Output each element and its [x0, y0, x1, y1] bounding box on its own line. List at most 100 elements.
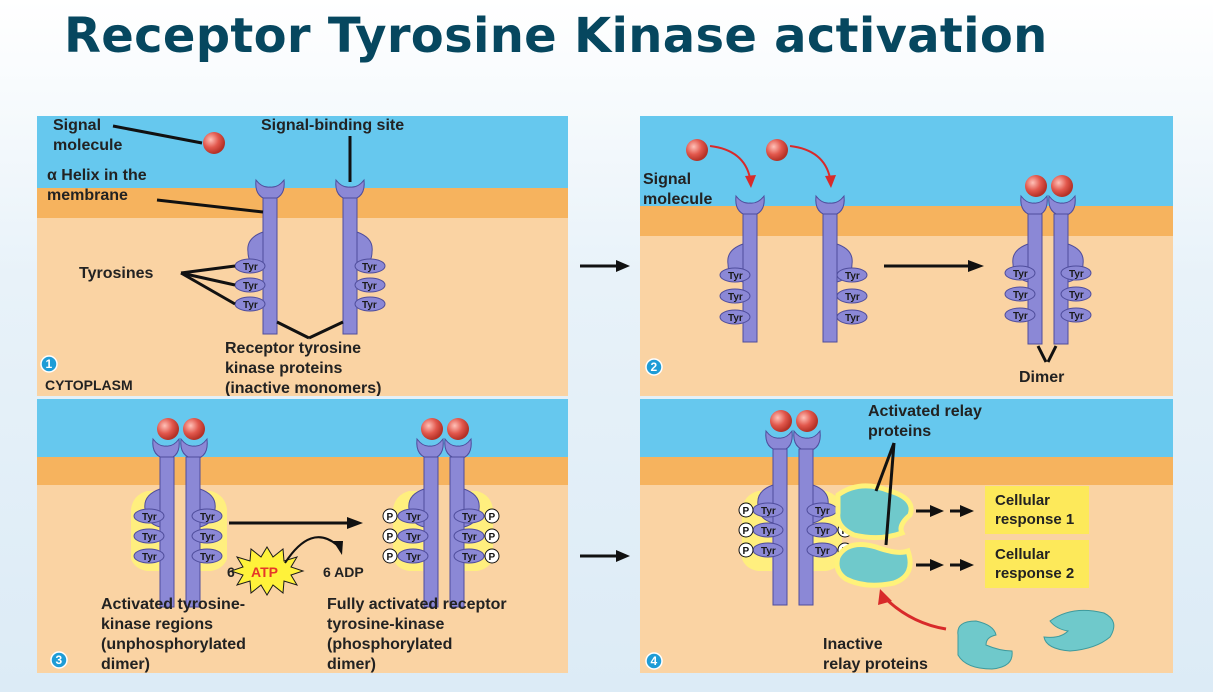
- svg-text:(unphosphorylated: (unphosphorylated: [101, 636, 246, 653]
- step-badge: [40, 355, 58, 373]
- svg-text:Tyr: Tyr: [200, 512, 215, 523]
- phosphorylated-tyrosines: Tyr Tyr Tyr Tyr Tyr Tyr P P P P P P: [382, 508, 500, 564]
- svg-text:Tyr: Tyr: [362, 262, 377, 273]
- svg-text:Tyr: Tyr: [1069, 290, 1084, 301]
- label-dimer: Dimer: [1019, 369, 1064, 386]
- label-signal-binding-site: Signal-binding site: [261, 117, 404, 134]
- svg-text:Tyr: Tyr: [406, 532, 421, 543]
- svg-text:6: 6: [227, 564, 235, 580]
- svg-text:Tyr: Tyr: [406, 512, 421, 523]
- svg-text:Tyr: Tyr: [761, 506, 776, 517]
- svg-text:molecule: molecule: [53, 137, 122, 154]
- svg-text:Tyr: Tyr: [728, 313, 743, 324]
- signal-molecule-icon: [686, 139, 708, 161]
- svg-text:P: P: [743, 546, 750, 557]
- svg-text:dimer): dimer): [327, 656, 376, 673]
- svg-text:Tyr: Tyr: [845, 313, 860, 324]
- svg-text:4: 4: [651, 654, 658, 668]
- label-atp: ATP: [251, 564, 278, 580]
- svg-text:Tyr: Tyr: [1069, 311, 1084, 322]
- svg-text:kinase proteins: kinase proteins: [225, 360, 342, 377]
- label-cellular-response-1: Cellular: [995, 492, 1050, 509]
- svg-text:P: P: [489, 552, 496, 563]
- panel-step-1: Tyr Tyr Tyr Tyr Tyr Tyr Signal molecule …: [37, 116, 568, 396]
- svg-text:2: 2: [651, 360, 658, 374]
- svg-text:Tyr: Tyr: [142, 532, 157, 543]
- label-signal-molecule: Signal: [53, 117, 101, 134]
- svg-text:response 1: response 1: [995, 511, 1074, 528]
- active-relay-protein: [835, 483, 914, 541]
- label-activated-regions: Activated tyrosine-: [101, 596, 245, 613]
- svg-text:Tyr: Tyr: [462, 532, 477, 543]
- svg-text:Tyr: Tyr: [462, 552, 477, 563]
- step-badge: [645, 652, 663, 670]
- svg-text:Tyr: Tyr: [728, 271, 743, 282]
- svg-text:Tyr: Tyr: [815, 526, 830, 537]
- label-cellular-response-2: Cellular: [995, 546, 1050, 563]
- svg-text:dimer): dimer): [101, 656, 150, 673]
- signal-molecule-icon: [203, 132, 225, 154]
- atp-starburst-icon: [229, 546, 305, 596]
- active-relay-protein: [834, 542, 913, 588]
- inactive-relay-protein: [1043, 609, 1115, 652]
- label-activated-relay: Activated relay: [868, 403, 982, 420]
- svg-text:Tyr: Tyr: [815, 506, 830, 517]
- svg-text:Tyr: Tyr: [815, 546, 830, 557]
- svg-text:Tyr: Tyr: [200, 532, 215, 543]
- svg-text:Tyr: Tyr: [845, 292, 860, 303]
- label-adp: 6 ADP: [323, 564, 364, 580]
- receptor-monomer: [247, 178, 285, 335]
- label-fully-activated: Fully activated receptor: [327, 596, 507, 613]
- svg-text:Tyr: Tyr: [728, 292, 743, 303]
- svg-text:Tyr: Tyr: [1013, 290, 1028, 301]
- svg-text:Tyr: Tyr: [243, 262, 258, 273]
- svg-text:membrane: membrane: [47, 187, 128, 204]
- svg-text:Tyr: Tyr: [761, 526, 776, 537]
- svg-text:Tyr: Tyr: [1069, 269, 1084, 280]
- svg-text:Tyr: Tyr: [362, 300, 377, 311]
- svg-text:Tyr: Tyr: [462, 512, 477, 523]
- svg-text:Tyr: Tyr: [761, 546, 776, 557]
- svg-text:P: P: [387, 512, 394, 523]
- svg-text:(inactive monomers): (inactive monomers): [225, 380, 381, 396]
- svg-text:Tyr: Tyr: [362, 281, 377, 292]
- svg-text:P: P: [387, 552, 394, 563]
- svg-text:Tyr: Tyr: [845, 271, 860, 282]
- label-receptor-proteins: Receptor tyrosine: [225, 340, 361, 357]
- label-tyrosines: Tyrosines: [79, 265, 154, 282]
- svg-text:kinase regions: kinase regions: [101, 616, 213, 633]
- arrow-step-1-to-2: [580, 260, 630, 272]
- svg-text:Tyr: Tyr: [1013, 269, 1028, 280]
- svg-text:Tyr: Tyr: [243, 300, 258, 311]
- signal-molecule-icon: [766, 139, 788, 161]
- svg-text:molecule: molecule: [643, 191, 712, 208]
- svg-text:P: P: [743, 506, 750, 517]
- svg-text:Tyr: Tyr: [243, 281, 258, 292]
- panel-step-4: Tyr Tyr Tyr Tyr Tyr Tyr P P P P P P Acti…: [640, 399, 1173, 673]
- panel-step-2: Tyr Tyr Tyr Tyr Tyr Tyr Signal molecule …: [640, 116, 1173, 396]
- panel-step-3: Tyr Tyr Tyr Tyr Tyr Tyr ATP 6 6 ADP Tyr …: [37, 399, 568, 673]
- svg-text:Tyr: Tyr: [142, 552, 157, 563]
- page-title: Receptor Tyrosine Kinase activation: [64, 8, 1048, 64]
- svg-text:Tyr: Tyr: [142, 512, 157, 523]
- tyrosine-residues: Tyr Tyr Tyr Tyr Tyr Tyr: [1004, 265, 1092, 323]
- label-cytoplasm: CYTOPLASM: [45, 377, 133, 393]
- label-alpha-helix: α Helix in the: [47, 167, 147, 184]
- arrow-step-3-to-4: [580, 550, 630, 562]
- svg-text:response 2: response 2: [995, 565, 1074, 582]
- svg-text:proteins: proteins: [868, 423, 931, 440]
- svg-text:(phosphorylated: (phosphorylated: [327, 636, 452, 653]
- cytoplasm-region: [37, 218, 568, 396]
- svg-text:Tyr: Tyr: [406, 552, 421, 563]
- inactive-relay-protein: [957, 620, 1013, 670]
- svg-text:P: P: [489, 532, 496, 543]
- label-inactive-relay: Inactive: [823, 636, 883, 653]
- svg-text:Tyr: Tyr: [1013, 311, 1028, 322]
- label-signal-molecule: Signal: [643, 171, 691, 188]
- svg-text:tyrosine-kinase: tyrosine-kinase: [327, 616, 444, 633]
- svg-text:P: P: [387, 532, 394, 543]
- step-badge: [645, 358, 663, 376]
- svg-text:P: P: [743, 526, 750, 537]
- svg-text:3: 3: [56, 653, 63, 667]
- svg-text:P: P: [489, 512, 496, 523]
